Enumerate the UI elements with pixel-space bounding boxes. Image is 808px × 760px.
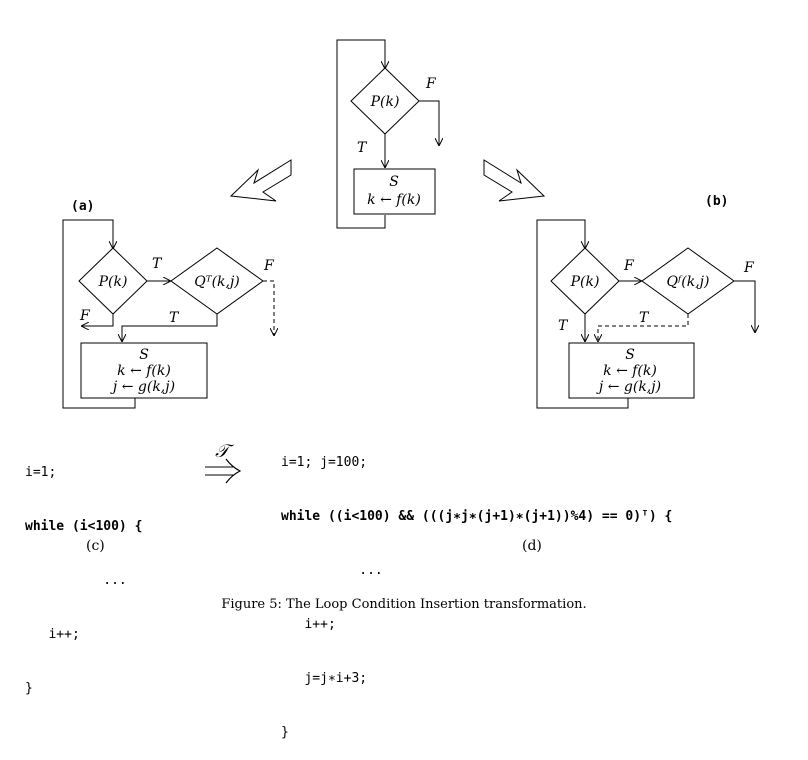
code-d-line: i=1; j=100;	[281, 455, 368, 470]
top-true-label: T	[357, 140, 368, 156]
code-c: i=1; while (i<100) { ... i++; }	[25, 428, 142, 716]
a-false-edge-2	[263, 280, 274, 335]
a-true-label-1: T	[152, 256, 163, 272]
b-statement-line1: k ← f(k)	[603, 363, 657, 379]
a-false-label-1: F	[79, 308, 91, 324]
b-true-label-1: T	[558, 318, 569, 334]
b-statement-line2: j ← g(k,j)	[596, 379, 661, 395]
diagram-top: P(k) F T S k ← f(k)	[336, 39, 439, 229]
code-d-line: j=j∗i+3;	[281, 671, 368, 686]
code-d: i=1; j=100; while ((i<100) && (((j∗j∗(j+…	[281, 418, 672, 760]
a-false-edge-1	[82, 314, 114, 326]
code-c-label: (c)	[86, 538, 105, 554]
a-statement-box	[80, 342, 208, 399]
code-c-line: i=1;	[25, 465, 57, 480]
code-d-line: while ((i<100) && (((j∗j∗(j+1)∗(j+1))%4)…	[281, 509, 673, 524]
top-false-label: F	[425, 76, 437, 92]
b-true-label-2: T	[639, 310, 650, 326]
top-false-edge	[419, 100, 439, 145]
top-condition-label: P(k)	[370, 94, 400, 110]
top-statement-name: S	[389, 174, 399, 190]
figure-caption: Figure 5: The Loop Condition Insertion t…	[221, 597, 587, 612]
code-d-line: }	[281, 725, 289, 740]
a-true-label-2: T	[169, 310, 180, 326]
code-d-label: (d)	[522, 538, 542, 554]
b-loop-edge	[536, 219, 629, 409]
hollow-arrow-right	[483, 159, 546, 202]
b-true-edge-2	[598, 314, 689, 341]
figure-diagrams: P(k) F T S k ← f(k) (a) (b) P(k) T Qᵀ(k,…	[62, 39, 808, 484]
a-condition2-label: Qᵀ(k,j)	[194, 274, 240, 290]
b-statement-box	[568, 342, 695, 399]
diagram-b-label: (b)	[705, 194, 728, 209]
transform-symbol: 𝒯	[215, 441, 234, 462]
transform-arrow	[205, 458, 242, 484]
diagram-a: P(k) T Qᵀ(k,j) F T F S k ← f(k) j ← g(k,…	[62, 219, 275, 409]
b-false-edge-2	[734, 280, 755, 332]
b-condition-label: P(k)	[570, 274, 600, 290]
a-statement-name: S	[139, 347, 149, 363]
b-condition2-label: Qᶠ(k,j)	[667, 274, 710, 290]
diagram-a-label: (a)	[71, 199, 94, 214]
a-condition-label: P(k)	[98, 274, 128, 290]
code-c-line: i++;	[25, 627, 80, 642]
top-statement-box	[353, 168, 436, 215]
a-statement-line1: k ← f(k)	[117, 363, 171, 379]
b-false-label-2: F	[743, 260, 755, 276]
b-false-label-1: F	[623, 258, 635, 274]
code-d-line: ...	[281, 563, 383, 578]
a-false-label-2: F	[263, 258, 275, 274]
a-true-edge-2	[122, 314, 218, 341]
hollow-arrow-left	[229, 159, 292, 202]
code-d-line: i++;	[281, 617, 336, 632]
code-c-line: while (i<100) {	[25, 519, 143, 534]
b-statement-name: S	[625, 347, 635, 363]
top-loop-edge	[336, 39, 385, 229]
a-statement-line2: j ← g(k,j)	[110, 379, 175, 395]
a-loop-edge	[62, 219, 136, 409]
code-c-line: }	[25, 681, 33, 696]
top-statement-expr: k ← f(k)	[367, 192, 421, 208]
code-c-line: ...	[25, 573, 127, 588]
diagram-b: P(k) F Qᶠ(k,j) F T T S k ← f(k) j ← g(k,…	[536, 219, 755, 409]
